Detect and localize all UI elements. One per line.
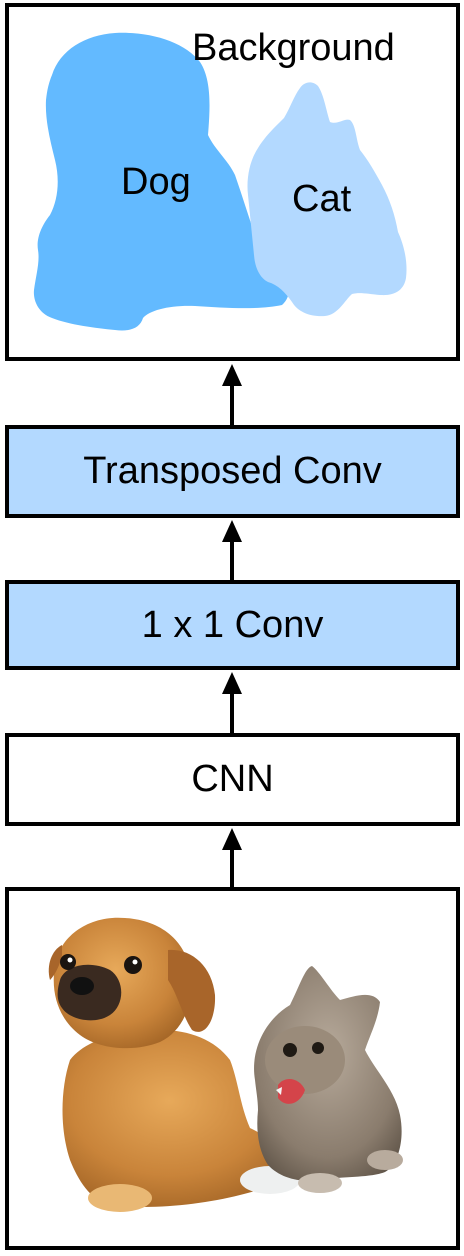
arrow-1x1-to-cnn — [222, 672, 242, 733]
cat-label: Cat — [292, 178, 352, 220]
arrow-cnn-to-image — [222, 828, 242, 887]
transposed-conv-layer: Transposed Conv — [5, 425, 460, 518]
kitten-illustration — [254, 966, 403, 1193]
arrow-seg-to-transposed — [222, 364, 242, 425]
dog-mask — [33, 32, 290, 331]
cnn-layer: CNN — [5, 733, 460, 826]
cat-mask — [247, 82, 407, 317]
one-by-one-conv-label: 1 x 1 Conv — [141, 603, 324, 646]
arrow-transposed-to-1x1 — [222, 520, 242, 580]
cnn-label: CNN — [191, 758, 274, 800]
one-by-one-conv-layer: 1 x 1 Conv — [5, 580, 460, 670]
background-label: Background — [192, 27, 395, 69]
transposed-conv-label: Transposed Conv — [83, 450, 382, 492]
dog-label: Dog — [121, 161, 191, 203]
